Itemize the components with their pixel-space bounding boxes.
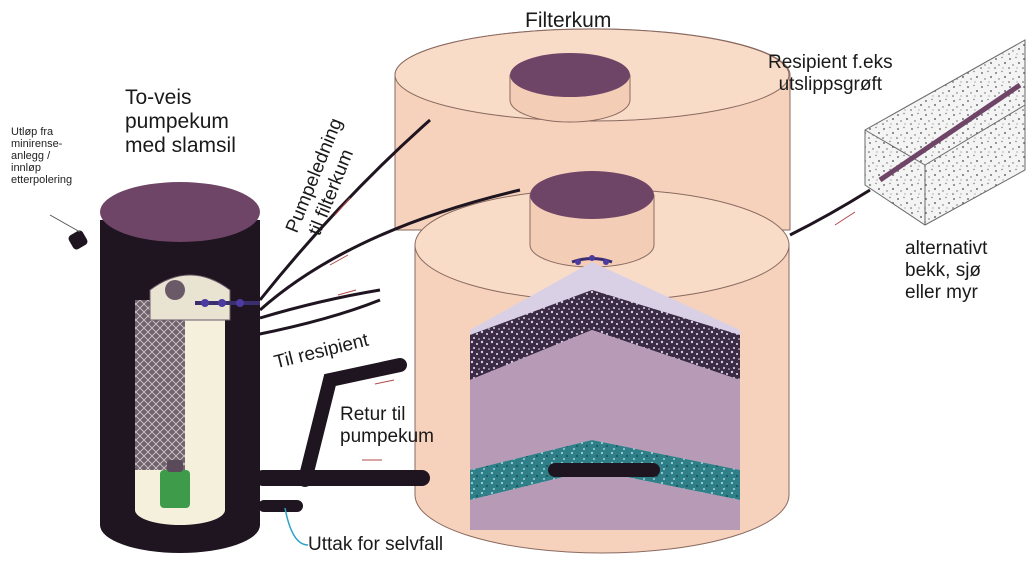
inlet-pipe xyxy=(67,229,89,251)
filterkum-label: Filterkum xyxy=(525,9,611,33)
resipient-label: Resipient f.eks utslippsgrøft xyxy=(768,52,893,96)
retur-label: Retur til pumpekum xyxy=(340,404,434,448)
pump-lid xyxy=(100,182,260,242)
utlop-pointer xyxy=(50,215,80,232)
drain-pipe xyxy=(548,463,660,477)
return-pipe xyxy=(255,470,430,486)
sludge-screen xyxy=(135,300,185,470)
uttak-label: Uttak for selvfall xyxy=(308,534,443,556)
pump-unit xyxy=(160,470,190,508)
gravity-outlet xyxy=(258,500,303,512)
utlop-label: Utløp fra minirense- anlegg / innløp ett… xyxy=(11,126,72,186)
uttak-pointer xyxy=(285,508,308,545)
filter-lid-back xyxy=(510,53,630,97)
alternativt-label: alternativt bekk, sjø eller myr xyxy=(905,238,987,304)
pumpekum-label: To-veis pumpekum med slamsil xyxy=(125,86,236,158)
filter-lid-front xyxy=(530,171,654,219)
recipient-pipe xyxy=(790,190,870,235)
filter-tank-front xyxy=(415,171,789,553)
